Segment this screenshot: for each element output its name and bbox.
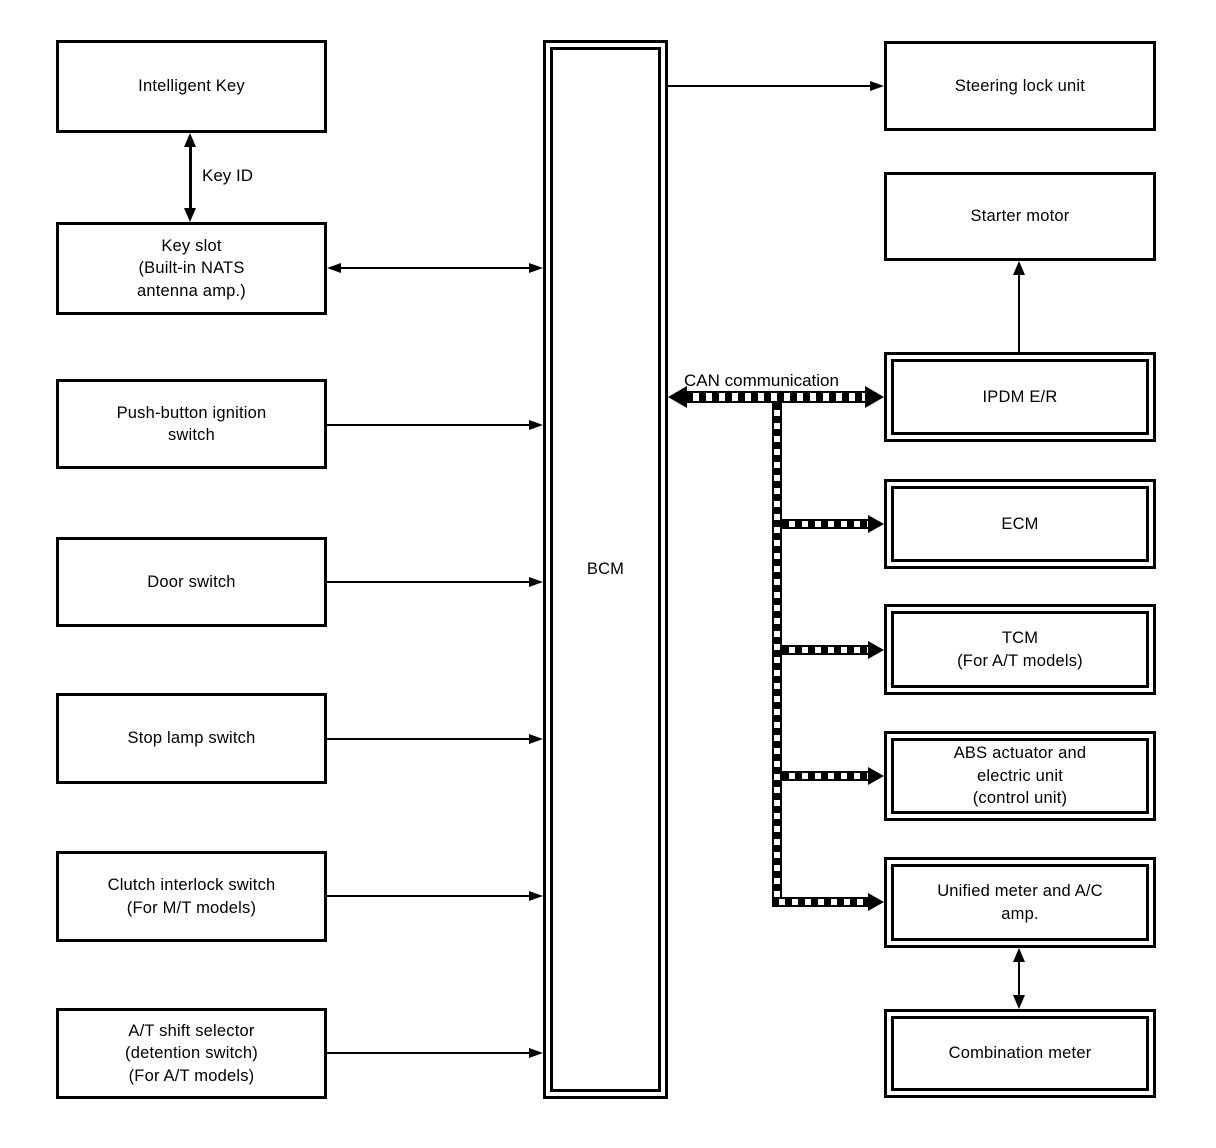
node-label: Steering lock unit	[954, 76, 1086, 95]
node-frame: BCM	[550, 47, 661, 1092]
can-bus-trunk-line	[772, 403, 782, 907]
can-bus-main-line	[686, 391, 866, 403]
node-combination-meter: Combination meter	[884, 1009, 1156, 1098]
node-label: Combination meter	[948, 1044, 1092, 1063]
node-frame: Combination meter	[891, 1016, 1149, 1091]
node-label: A/T shift selector (detention switch) (F…	[125, 1021, 258, 1085]
arrowhead-up-icon	[1013, 261, 1025, 275]
node-stop-lamp-switch: Stop lamp switch	[56, 693, 327, 784]
arrowhead-right-icon	[529, 263, 543, 273]
node-frame: ABS actuator and electric unit (control …	[891, 738, 1149, 814]
node-label: IPDM E/R	[982, 387, 1058, 406]
node-label: Key slot (Built-in NATS antenna amp.)	[136, 236, 246, 300]
connector-key-id-line	[189, 145, 192, 210]
node-label: Intelligent Key	[138, 77, 245, 96]
node-intelligent-key: Intelligent Key	[56, 40, 327, 133]
node-frame: Stop lamp switch	[59, 696, 324, 781]
can-communication-label: CAN communication	[684, 371, 839, 390]
connector-ipdm-starter	[1018, 274, 1020, 352]
connector-bcm-steering-lock	[668, 85, 871, 87]
node-tcm: TCM (For A/T models)	[884, 604, 1156, 695]
node-frame: Clutch interlock switch (For M/T models)	[59, 854, 324, 939]
node-frame: TCM (For A/T models)	[891, 611, 1149, 688]
can-arrowhead-right-icon	[865, 386, 884, 408]
node-frame: Key slot (Built-in NATS antenna amp.)	[59, 225, 324, 312]
node-door-switch: Door switch	[56, 537, 327, 627]
node-steering-lock-unit: Steering lock unit	[884, 41, 1156, 131]
node-label: Starter motor	[970, 207, 1070, 226]
connector-at-shift-bcm	[327, 1052, 530, 1054]
arrowhead-right-icon	[529, 891, 543, 901]
can-arrowhead-right-icon	[868, 767, 884, 785]
connector-stop-lamp-bcm	[327, 738, 530, 740]
arrowhead-right-icon	[529, 1048, 543, 1058]
node-label: BCM	[586, 560, 625, 579]
node-abs-actuator: ABS actuator and electric unit (control …	[884, 731, 1156, 821]
connector-key-slot-bcm	[340, 267, 530, 269]
node-label: Unified meter and A/C amp.	[937, 882, 1103, 923]
node-frame: Steering lock unit	[887, 44, 1153, 128]
can-branch-abs	[782, 771, 869, 781]
node-push-button-ignition-switch: Push-button ignition switch	[56, 379, 327, 469]
connector-push-button-bcm	[327, 424, 530, 426]
node-clutch-interlock-switch: Clutch interlock switch (For M/T models)	[56, 851, 327, 942]
node-frame: Starter motor	[887, 175, 1153, 258]
node-label: Push-button ignition switch	[116, 403, 267, 444]
node-frame: Door switch	[59, 540, 324, 624]
can-arrowhead-right-icon	[868, 893, 884, 911]
arrowhead-down-icon	[1013, 995, 1025, 1009]
node-frame: A/T shift selector (detention switch) (F…	[59, 1011, 324, 1096]
node-bcm: BCM	[543, 40, 668, 1099]
node-label: Stop lamp switch	[127, 729, 256, 748]
node-frame: Unified meter and A/C amp.	[891, 864, 1149, 941]
arrowhead-left-icon	[327, 263, 341, 273]
node-key-slot: Key slot (Built-in NATS antenna amp.)	[56, 222, 327, 315]
node-label: TCM (For A/T models)	[957, 629, 1083, 670]
node-label: Clutch interlock switch (For M/T models)	[107, 876, 276, 917]
can-branch-unified-meter	[772, 897, 869, 907]
node-frame: Push-button ignition switch	[59, 382, 324, 466]
arrowhead-right-icon	[870, 81, 884, 91]
arrowhead-up-icon	[1013, 948, 1025, 962]
arrowhead-up-icon	[184, 133, 196, 147]
node-ecm: ECM	[884, 479, 1156, 569]
node-unified-meter: Unified meter and A/C amp.	[884, 857, 1156, 948]
node-ipdm-er: IPDM E/R	[884, 352, 1156, 442]
node-label: Door switch	[147, 572, 236, 591]
can-branch-tcm	[782, 645, 869, 655]
can-arrowhead-left-icon	[668, 386, 687, 408]
node-label: ABS actuator and electric unit (control …	[953, 744, 1087, 808]
node-frame: IPDM E/R	[891, 359, 1149, 435]
node-starter-motor: Starter motor	[884, 172, 1156, 261]
node-label: ECM	[1001, 514, 1039, 533]
arrowhead-right-icon	[529, 734, 543, 744]
connector-unified-combination	[1018, 960, 1020, 997]
connector-door-switch-bcm	[327, 581, 530, 583]
arrowhead-right-icon	[529, 577, 543, 587]
node-frame: Intelligent Key	[59, 43, 324, 130]
node-at-shift-selector: A/T shift selector (detention switch) (F…	[56, 1008, 327, 1099]
arrowhead-right-icon	[529, 420, 543, 430]
key-id-label: Key ID	[202, 166, 254, 185]
can-branch-ecm	[782, 519, 869, 529]
can-arrowhead-right-icon	[868, 515, 884, 533]
arrowhead-down-icon	[184, 208, 196, 222]
connector-clutch-interlock-bcm	[327, 895, 530, 897]
can-arrowhead-right-icon	[868, 641, 884, 659]
node-frame: ECM	[891, 486, 1149, 562]
